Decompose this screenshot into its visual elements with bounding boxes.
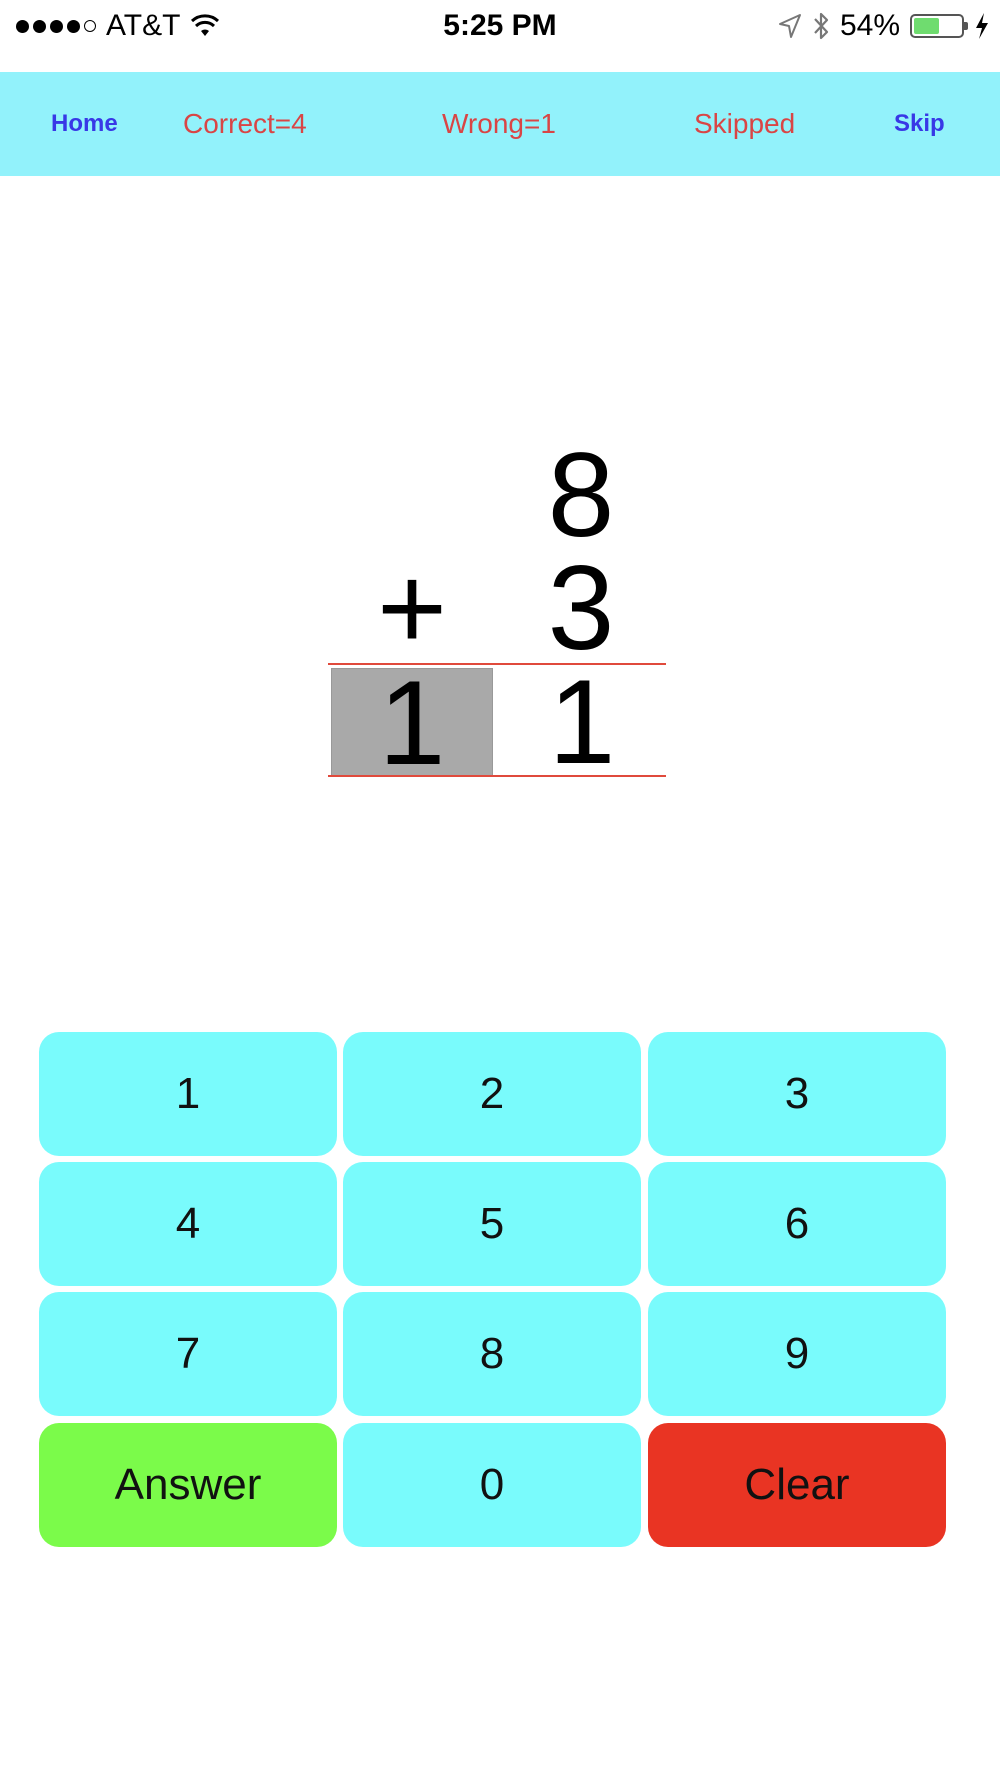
carrier-name: AT&T bbox=[106, 9, 181, 42]
answer-button[interactable]: Answer bbox=[39, 1423, 337, 1547]
battery-fill bbox=[914, 18, 939, 34]
operator-plus: + bbox=[376, 541, 448, 675]
battery-icon bbox=[910, 14, 968, 38]
battery-percent: 54% bbox=[839, 9, 900, 42]
status-bar: AT&T 5:25 PM 54% bbox=[0, 0, 1000, 72]
key-2[interactable]: 2 bbox=[343, 1032, 641, 1156]
charging-bolt-icon bbox=[976, 13, 988, 39]
sum-rule-bottom bbox=[328, 775, 666, 777]
status-left: AT&T bbox=[16, 6, 220, 46]
top-operand: 8 bbox=[547, 428, 615, 562]
key-7[interactable]: 7 bbox=[39, 1292, 337, 1416]
clear-button[interactable]: Clear bbox=[648, 1423, 946, 1547]
sum-rule-top bbox=[328, 663, 666, 665]
answer-ones-cell[interactable]: 1 bbox=[501, 655, 663, 789]
key-9[interactable]: 9 bbox=[648, 1292, 946, 1416]
status-right: 54% bbox=[778, 6, 990, 46]
key-8[interactable]: 8 bbox=[343, 1292, 641, 1416]
signal-strength-icon bbox=[16, 19, 96, 33]
answer-tens-digit: 1 bbox=[378, 656, 446, 790]
wrong-count: Wrong=1 bbox=[442, 108, 556, 139]
key-0[interactable]: 0 bbox=[343, 1423, 641, 1547]
bottom-operand: 3 bbox=[547, 541, 615, 675]
home-link[interactable]: Home bbox=[51, 110, 118, 137]
wifi-icon bbox=[191, 14, 220, 36]
status-time: 5:25 PM bbox=[443, 9, 557, 42]
skipped-count: Skipped bbox=[694, 108, 796, 139]
score-bar: Home Correct=4 Wrong=1 Skipped Skip bbox=[0, 72, 1000, 176]
location-arrow-icon bbox=[778, 14, 801, 38]
key-4[interactable]: 4 bbox=[39, 1162, 337, 1286]
correct-count: Correct=4 bbox=[183, 108, 307, 139]
bluetooth-icon bbox=[814, 12, 829, 40]
key-6[interactable]: 6 bbox=[648, 1162, 946, 1286]
key-1[interactable]: 1 bbox=[39, 1032, 337, 1156]
answer-tens-cell[interactable]: 1 bbox=[331, 656, 493, 790]
key-3[interactable]: 3 bbox=[648, 1032, 946, 1156]
skip-link[interactable]: Skip bbox=[894, 110, 945, 137]
answer-ones-digit: 1 bbox=[548, 655, 616, 789]
key-5[interactable]: 5 bbox=[343, 1162, 641, 1286]
